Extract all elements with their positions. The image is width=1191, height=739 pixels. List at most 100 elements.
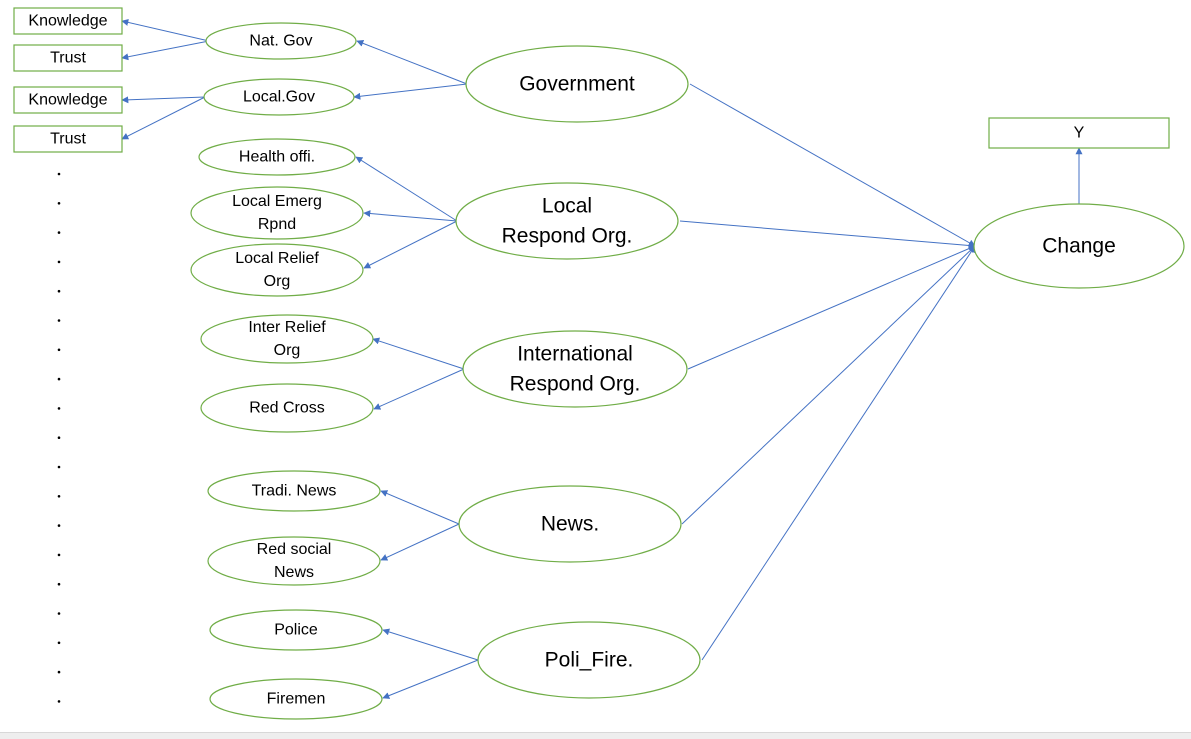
child-node-4-1: Tradi. News: [207, 470, 381, 512]
main-node-4-shape: [458, 485, 682, 563]
arrow-main5-to-child1: [382, 628, 479, 661]
child-node-3-2-label: Red Cross: [249, 400, 325, 417]
arrow-main3-to-child1: [372, 337, 465, 370]
child-node-1-2-shape: [203, 78, 355, 116]
arrow-main1-to-child1: [356, 40, 468, 85]
child-node-3-1-shape: [200, 314, 374, 364]
arrow-child2-to-indicator1: [121, 96, 206, 104]
child-node-1-1-label: Nat. Gov: [249, 33, 312, 50]
arrow-child2-to-indicator2: [121, 96, 206, 140]
arrow-main1-to-child2: [353, 83, 468, 100]
change-node-shape: [973, 203, 1185, 289]
arrow-main3-to-child2: [373, 368, 465, 410]
child-node-2-2-shape: [190, 186, 364, 240]
outcome-box-y: Y: [988, 117, 1170, 149]
arrow-main1-to-change: [689, 83, 976, 247]
indicator-box-1-1-label: Knowledge: [28, 13, 107, 30]
main-node-4: News.: [458, 485, 682, 563]
indicator-box-1-1: Knowledge: [13, 7, 123, 35]
indicator-box-2-1-label: Knowledge: [28, 92, 107, 109]
main-node-1-label: Government: [519, 73, 635, 96]
child-node-5-1: Police: [209, 609, 383, 651]
main-node-5-label: Poli_Fire.: [545, 649, 634, 672]
child-node-3-2-shape: [200, 383, 374, 433]
continuation-dot: [57, 172, 61, 176]
indicator-box-2-2: Trust: [13, 125, 123, 153]
arrow-main4-to-change: [681, 245, 976, 525]
continuation-dot: [57, 495, 61, 498]
arrow-main2-to-change: [679, 220, 976, 249]
continuation-dot: [57, 641, 61, 645]
child-node-1-2-label: Local.Gov: [243, 89, 315, 106]
bottom-scroll-edge: [0, 732, 1191, 739]
continuation-dot: [57, 700, 61, 703]
main-node-4-label: News.: [541, 513, 599, 536]
child-node-3-1-label: Inter Relief: [248, 319, 326, 336]
child-node-1-2: Local.Gov: [203, 78, 355, 116]
child-node-2-3-shape: [190, 243, 364, 297]
child-node-4-2-shape: [207, 536, 381, 586]
arrow-child1-to-indicator1: [121, 19, 210, 42]
indicator-box-2-1-shape: [13, 86, 123, 114]
arrow-main4-to-child1: [380, 490, 460, 525]
arrow-main5-to-change: [701, 245, 976, 661]
arrow-main3-to-change: [687, 245, 976, 370]
main-node-2-shape: [455, 182, 679, 260]
child-node-3-1-label: Org: [274, 342, 301, 359]
indicator-box-2-1: Knowledge: [13, 86, 123, 114]
continuation-dot: [57, 524, 61, 527]
child-node-1-1: Nat. Gov: [205, 22, 357, 60]
child-node-3-2: Red Cross: [200, 383, 374, 433]
main-node-3-label: International: [517, 343, 633, 366]
continuation-dot: [57, 260, 61, 264]
continuation-dot: [57, 231, 61, 234]
continuation-dot: [57, 436, 61, 440]
indicator-box-1-2: Trust: [13, 44, 123, 72]
child-node-4-1-shape: [207, 470, 381, 512]
main-node-2-label: Local: [542, 195, 592, 218]
indicator-box-1-2-label: Trust: [50, 50, 86, 67]
continuation-dot: [57, 407, 61, 410]
indicator-box-1-2-shape: [13, 44, 123, 72]
arrow-main2-to-child3: [363, 220, 458, 269]
child-node-4-1-label: Tradi. News: [252, 483, 337, 500]
continuation-dot: [57, 348, 61, 352]
arrow-main5-to-child2: [382, 659, 479, 699]
main-node-3-label: Respond Org.: [510, 373, 641, 396]
arrow-main2-to-child2: [363, 210, 458, 222]
continuation-dot: [57, 377, 61, 381]
continuation-dot: [57, 670, 61, 674]
child-node-2-3-label: Org: [264, 273, 291, 290]
continuation-dot: [57, 612, 61, 615]
main-node-5-shape: [477, 621, 701, 699]
child-node-2-1: Health offi.: [198, 138, 356, 176]
continuation-dot: [57, 319, 61, 322]
arrow-main4-to-child2: [380, 523, 460, 561]
child-node-2-1-label: Health offi.: [239, 149, 315, 166]
indicator-box-2-2-shape: [13, 125, 123, 153]
main-node-5: Poli_Fire.: [477, 621, 701, 699]
child-node-2-2-label: Rpnd: [258, 216, 296, 233]
change-node-label: Change: [1042, 235, 1116, 258]
child-node-5-2: Firemen: [209, 678, 383, 720]
child-node-4-2-label: Red social: [257, 541, 332, 558]
indicator-box-2-2-label: Trust: [50, 131, 86, 148]
child-node-5-2-shape: [209, 678, 383, 720]
arrow-child1-to-indicator2: [121, 40, 210, 61]
main-node-3-shape: [462, 330, 688, 408]
child-node-2-1-shape: [198, 138, 356, 176]
continuation-dot: [57, 582, 61, 586]
child-node-2-3-label: Local Relief: [235, 250, 319, 267]
child-node-2-2-label: Local Emerg: [232, 193, 322, 210]
outcome-box-y-label: Y: [1074, 125, 1085, 142]
indicator-box-1-1-shape: [13, 7, 123, 35]
continuation-dot: [57, 465, 61, 469]
continuation-dot: [57, 202, 61, 205]
